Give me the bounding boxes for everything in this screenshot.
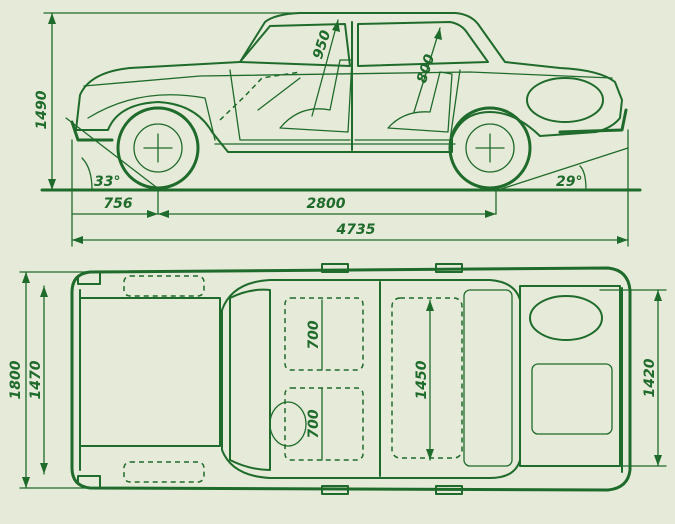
top-front-wheel-right <box>123 461 205 483</box>
arrowhead <box>426 300 434 311</box>
arrowhead <box>72 236 83 244</box>
driver-outline <box>219 71 301 121</box>
trunk-compartment <box>531 363 613 435</box>
spare-wheel <box>526 77 604 123</box>
top-front-bumper-lower <box>77 475 101 489</box>
arrowhead <box>22 477 30 488</box>
top-spare-wheel <box>529 295 603 341</box>
overall-width-label: 1800 <box>8 360 24 399</box>
arrowhead <box>48 179 56 190</box>
front-fender-line <box>87 94 216 141</box>
front-seat-width-label-2: 700 <box>306 409 322 438</box>
arrowhead <box>48 13 56 24</box>
approach-angle-label: 33° <box>94 174 120 190</box>
steering-column <box>257 77 301 111</box>
arrowhead <box>332 20 340 32</box>
arrowhead <box>40 463 48 474</box>
front-overhang-label: 756 <box>103 196 132 212</box>
front-window <box>239 23 351 67</box>
arrowhead <box>426 449 434 460</box>
front-door-line <box>229 69 351 141</box>
rear-headroom-label: 800 <box>414 52 438 85</box>
side-belt-line <box>83 71 613 87</box>
front-seat-left <box>284 297 364 371</box>
steering-wheel <box>269 401 307 447</box>
top-pillar-bottom-2 <box>435 485 463 495</box>
top-pillar-top-2 <box>435 263 463 273</box>
top-body-outline <box>70 266 632 492</box>
rear-bumper <box>558 108 628 134</box>
rear-headroom-arrow <box>413 27 441 113</box>
top-inner-outline <box>79 287 623 473</box>
front-seat-right <box>284 387 364 461</box>
front-seat <box>279 59 353 133</box>
approach-angle-line <box>65 117 161 191</box>
departure-angle-label: 29° <box>556 174 582 190</box>
rear-wheel <box>448 106 532 190</box>
arrowhead <box>485 210 496 218</box>
wheelbase-label: 2800 <box>307 196 346 212</box>
top-view: 1800 1470 1420 1450 700 700 <box>8 263 667 495</box>
rear-track-label: 1420 <box>642 358 658 397</box>
front-wheel <box>116 106 200 190</box>
departure-angle-line <box>497 147 629 191</box>
rear-seat-back <box>463 289 513 467</box>
top-front-bumper <box>77 271 101 285</box>
top-pillar-top <box>321 263 349 273</box>
rear-seat <box>391 297 463 459</box>
rear-window <box>357 21 489 67</box>
cabin-outline <box>221 279 521 479</box>
arrowhead <box>654 290 662 301</box>
trunk-panel <box>519 285 621 467</box>
side-body-outline <box>75 12 623 153</box>
arrowhead <box>147 210 158 218</box>
overall-length-label: 4735 <box>336 222 376 238</box>
front-headroom-arrow <box>311 19 339 117</box>
windshield <box>229 288 271 471</box>
departure-angle-arc <box>579 165 587 191</box>
side-view: 1490 756 2800 4735 33° 29° 950 800 <box>34 12 642 247</box>
arrowhead <box>654 455 662 466</box>
front-bumper <box>70 120 114 142</box>
approach-angle-arc <box>81 157 93 191</box>
front-track-label: 1470 <box>28 360 44 399</box>
front-seat-width-label-1: 700 <box>306 320 322 349</box>
top-front-wheel-left <box>123 275 205 297</box>
interior-width-label: 1450 <box>414 360 430 399</box>
rear-seat <box>387 71 453 133</box>
arrowhead <box>22 272 30 283</box>
arrowhead <box>40 286 48 297</box>
hood-panel <box>79 297 221 447</box>
overall-height-label: 1490 <box>34 90 50 129</box>
arrowhead <box>617 236 628 244</box>
arrowhead <box>158 210 169 218</box>
arrowhead <box>434 28 442 40</box>
top-pillar-bottom <box>321 485 349 495</box>
